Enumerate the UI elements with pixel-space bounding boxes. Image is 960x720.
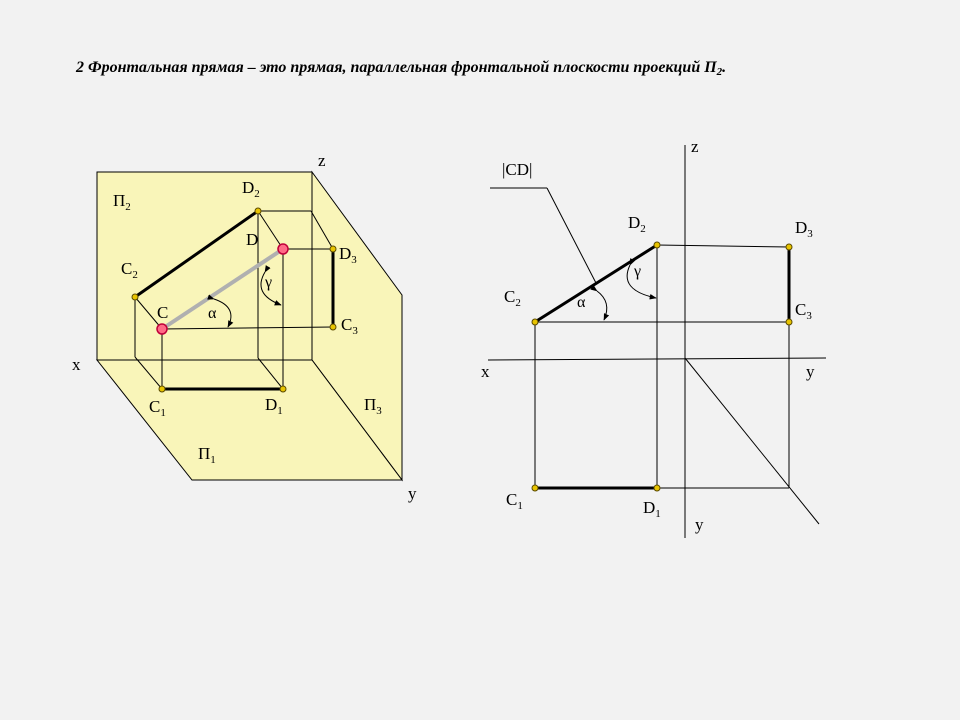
label-c-space: C [157, 303, 168, 322]
label-z-left: z [318, 151, 326, 170]
point-c-space [156, 323, 168, 335]
point-d-space [277, 243, 289, 255]
label-gamma-right: γ [633, 263, 641, 280]
label-pi3: П3 [364, 395, 382, 417]
label-d3-left: D3 [339, 244, 357, 266]
label-d3-right: D3 [795, 218, 813, 240]
label-y-left: y [408, 484, 417, 503]
label-x-right: x [481, 362, 490, 381]
label-z-right: z [691, 137, 699, 156]
label-d1-right: D1 [643, 498, 661, 520]
label-alpha-left: α [208, 305, 217, 322]
angle-alpha-arc-right [590, 285, 610, 321]
thick-projections [134, 209, 335, 391]
label-gamma-left: γ [264, 274, 272, 291]
angle-gamma-arc [260, 265, 282, 306]
label-c3-right: C3 [795, 300, 812, 322]
epure-drawing: |CD| z x y y C2 D2 D3 C3 C1 D1 α γ [481, 137, 827, 538]
label-d2-left: D2 [242, 178, 260, 200]
label-c1-left: C1 [149, 397, 166, 419]
label-pi2: П2 [113, 191, 131, 213]
label-true-length: |CD| [502, 160, 532, 179]
thick-projections-right [534, 243, 791, 490]
slide-heading: 2 Фронтальная прямая – это прямая, парал… [76, 59, 727, 78]
projection-lines [134, 172, 334, 390]
label-d1-left: D1 [265, 395, 283, 417]
label-y2-right: y [695, 515, 704, 534]
angle-gamma-arc-right [626, 258, 657, 300]
label-alpha-right: α [577, 294, 586, 311]
projection-points [131, 207, 337, 393]
spatial-model: П2 П1 П3 x y z C2 D2 C D D3 C3 C1 D1 α γ [72, 151, 417, 503]
axis-45-right [684, 357, 820, 525]
label-c3-left: C3 [341, 315, 358, 337]
angle-alpha-arc [207, 294, 234, 328]
label-y1-right: y [806, 362, 815, 381]
projection-points-right [531, 241, 793, 492]
label-c2-right: C2 [504, 287, 521, 309]
label-c1-right: C1 [506, 490, 523, 512]
label-d2-right: D2 [628, 213, 646, 235]
label-d-space: D [246, 230, 258, 249]
line-cd-space [160, 247, 285, 331]
label-x-left: x [72, 355, 81, 374]
label-c2-left: C2 [121, 259, 138, 281]
axes-and-construction [487, 145, 827, 538]
label-pi1: П1 [198, 444, 216, 466]
